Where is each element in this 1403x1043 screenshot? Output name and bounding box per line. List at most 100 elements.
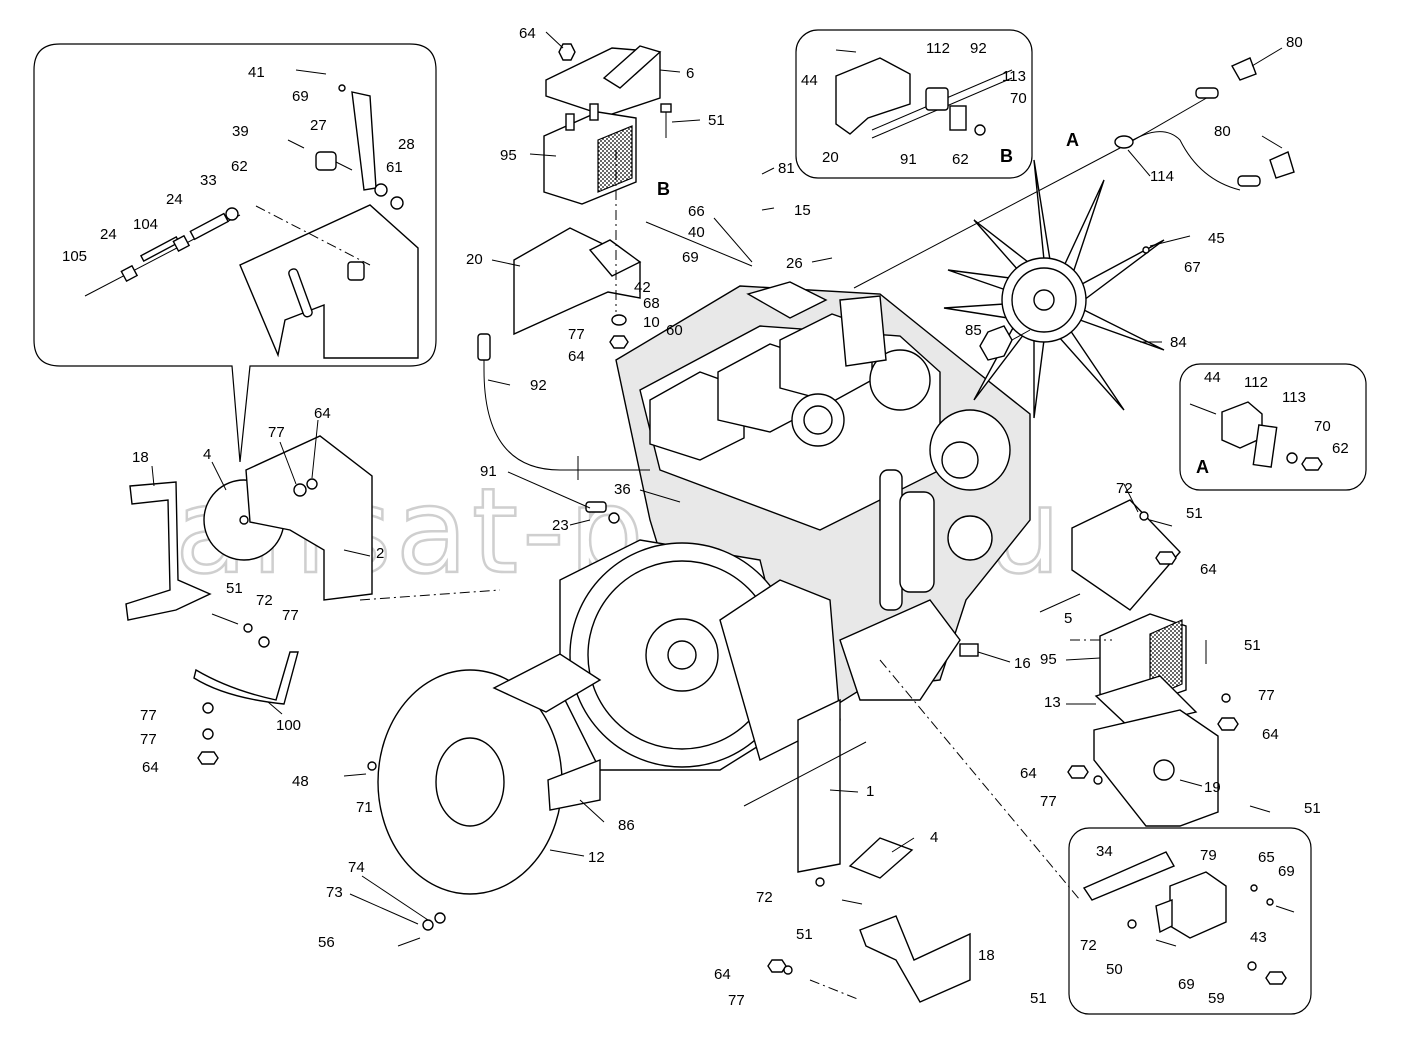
callout-64e: 64 (714, 966, 731, 983)
callout-12: 12 (588, 849, 605, 866)
callout-44b: 44 (1204, 369, 1221, 386)
callout-69d: 69 (1178, 976, 1195, 993)
callout-33: 33 (200, 172, 217, 189)
callout-10: 10 (643, 314, 660, 331)
leader-lines (151, 31, 1283, 925)
left-mount-parts (125, 435, 373, 765)
right-mount-parts (1067, 499, 1271, 827)
lower-centre-mount (743, 698, 971, 1003)
callout-91b: 91 (480, 463, 497, 480)
callout-40: 40 (688, 224, 705, 241)
view-a-wire-marker: A (1066, 130, 1079, 150)
callout-51b: 51 (226, 580, 243, 597)
callout-81: 81 (778, 160, 795, 177)
callout-72c: 72 (1116, 480, 1133, 497)
callout-77h: 77 (1040, 793, 1057, 810)
detail-frame-a (1179, 363, 1367, 491)
top-mount-parts (513, 43, 672, 349)
callout-77f: 77 (728, 992, 745, 1009)
callout-51e: 51 (1186, 505, 1203, 522)
callout-19: 19 (1204, 779, 1221, 796)
callout-69c: 69 (1278, 863, 1295, 880)
callout-80b: 80 (1214, 123, 1231, 140)
callout-95b: 95 (1040, 651, 1057, 668)
a-detail-parts (1189, 401, 1323, 471)
flywheel-housing-parts (343, 653, 602, 947)
callout-64: 64 (519, 25, 536, 42)
callout-61: 61 (386, 159, 403, 176)
callout-64d: 64 (142, 759, 159, 776)
callout-62c: 62 (1332, 440, 1349, 457)
callout-34: 34 (1096, 843, 1113, 860)
view-b-title: B (1000, 146, 1013, 166)
callout-28: 28 (398, 136, 415, 153)
callout-84: 84 (1170, 334, 1187, 351)
callout-65: 65 (1258, 849, 1275, 866)
callout-44: 44 (801, 72, 818, 89)
callout-113: 113 (1002, 68, 1026, 85)
callout-105: 105 (62, 248, 87, 265)
callout-43: 43 (1250, 929, 1267, 946)
callout-77d: 77 (140, 707, 157, 724)
callout-16: 16 (1014, 655, 1031, 672)
callout-42: 42 (634, 279, 651, 296)
callout-13: 13 (1044, 694, 1061, 711)
callout-4b: 4 (930, 829, 938, 846)
callout-74: 74 (348, 859, 365, 876)
callout-20b: 20 (822, 149, 839, 166)
callout-62: 62 (231, 158, 248, 175)
callout-62b: 62 (952, 151, 969, 168)
callout-69b: 69 (682, 249, 699, 266)
callout-18b: 18 (978, 947, 995, 964)
callout-5: 5 (1064, 610, 1072, 627)
callout-24: 24 (166, 191, 183, 208)
callout-51c: 51 (796, 926, 813, 943)
callout-70: 70 (1010, 90, 1027, 107)
callout-51g: 51 (1304, 800, 1321, 817)
callout-64b: 64 (568, 348, 585, 365)
callout-20: 20 (466, 251, 483, 268)
callout-48: 48 (292, 773, 309, 790)
callout-112: 112 (926, 40, 950, 57)
callout-60: 60 (666, 322, 683, 339)
callout-80: 80 (1286, 34, 1303, 51)
callout-77: 77 (568, 326, 585, 343)
callout-91: 91 (900, 151, 917, 168)
callout-50: 50 (1106, 961, 1123, 978)
connector-lines (359, 589, 1112, 1001)
callout-86: 86 (618, 817, 635, 834)
engine-block (477, 281, 1031, 771)
view-b-marker: B (657, 179, 670, 199)
callout-72d: 72 (1080, 937, 1097, 954)
callout-26: 26 (786, 255, 803, 272)
callout-59: 59 (1208, 990, 1225, 1007)
detail-frame-relay (1068, 827, 1312, 1015)
callout-64c: 64 (314, 405, 331, 422)
callout-104: 104 (133, 216, 158, 233)
view-a-title: A (1196, 457, 1209, 477)
callout-56: 56 (318, 934, 335, 951)
callout-64h: 64 (1020, 765, 1037, 782)
callout-51f: 51 (1244, 637, 1261, 654)
callout-39: 39 (232, 123, 249, 140)
callout-100: 100 (276, 717, 301, 734)
callout-92: 92 (970, 40, 987, 57)
callout-24b: 24 (100, 226, 117, 243)
callout-67: 67 (1184, 259, 1201, 276)
linkage-detail-parts (84, 69, 419, 359)
callout-2: 2 (376, 545, 384, 562)
callout-72: 72 (256, 592, 273, 609)
callout-51d: 51 (1030, 990, 1047, 1007)
callout-69: 69 (292, 88, 309, 105)
callout-113b: 113 (1282, 389, 1306, 406)
callout-64f: 64 (1200, 561, 1217, 578)
callout-15: 15 (794, 202, 811, 219)
callout-72b: 72 (756, 889, 773, 906)
callout-1: 1 (866, 783, 874, 800)
relay-detail-parts (1082, 851, 1295, 985)
callout-6: 6 (686, 65, 694, 82)
detail-frame-b (795, 29, 1033, 179)
callout-51: 51 (708, 112, 725, 129)
callout-92b: 92 (530, 377, 547, 394)
